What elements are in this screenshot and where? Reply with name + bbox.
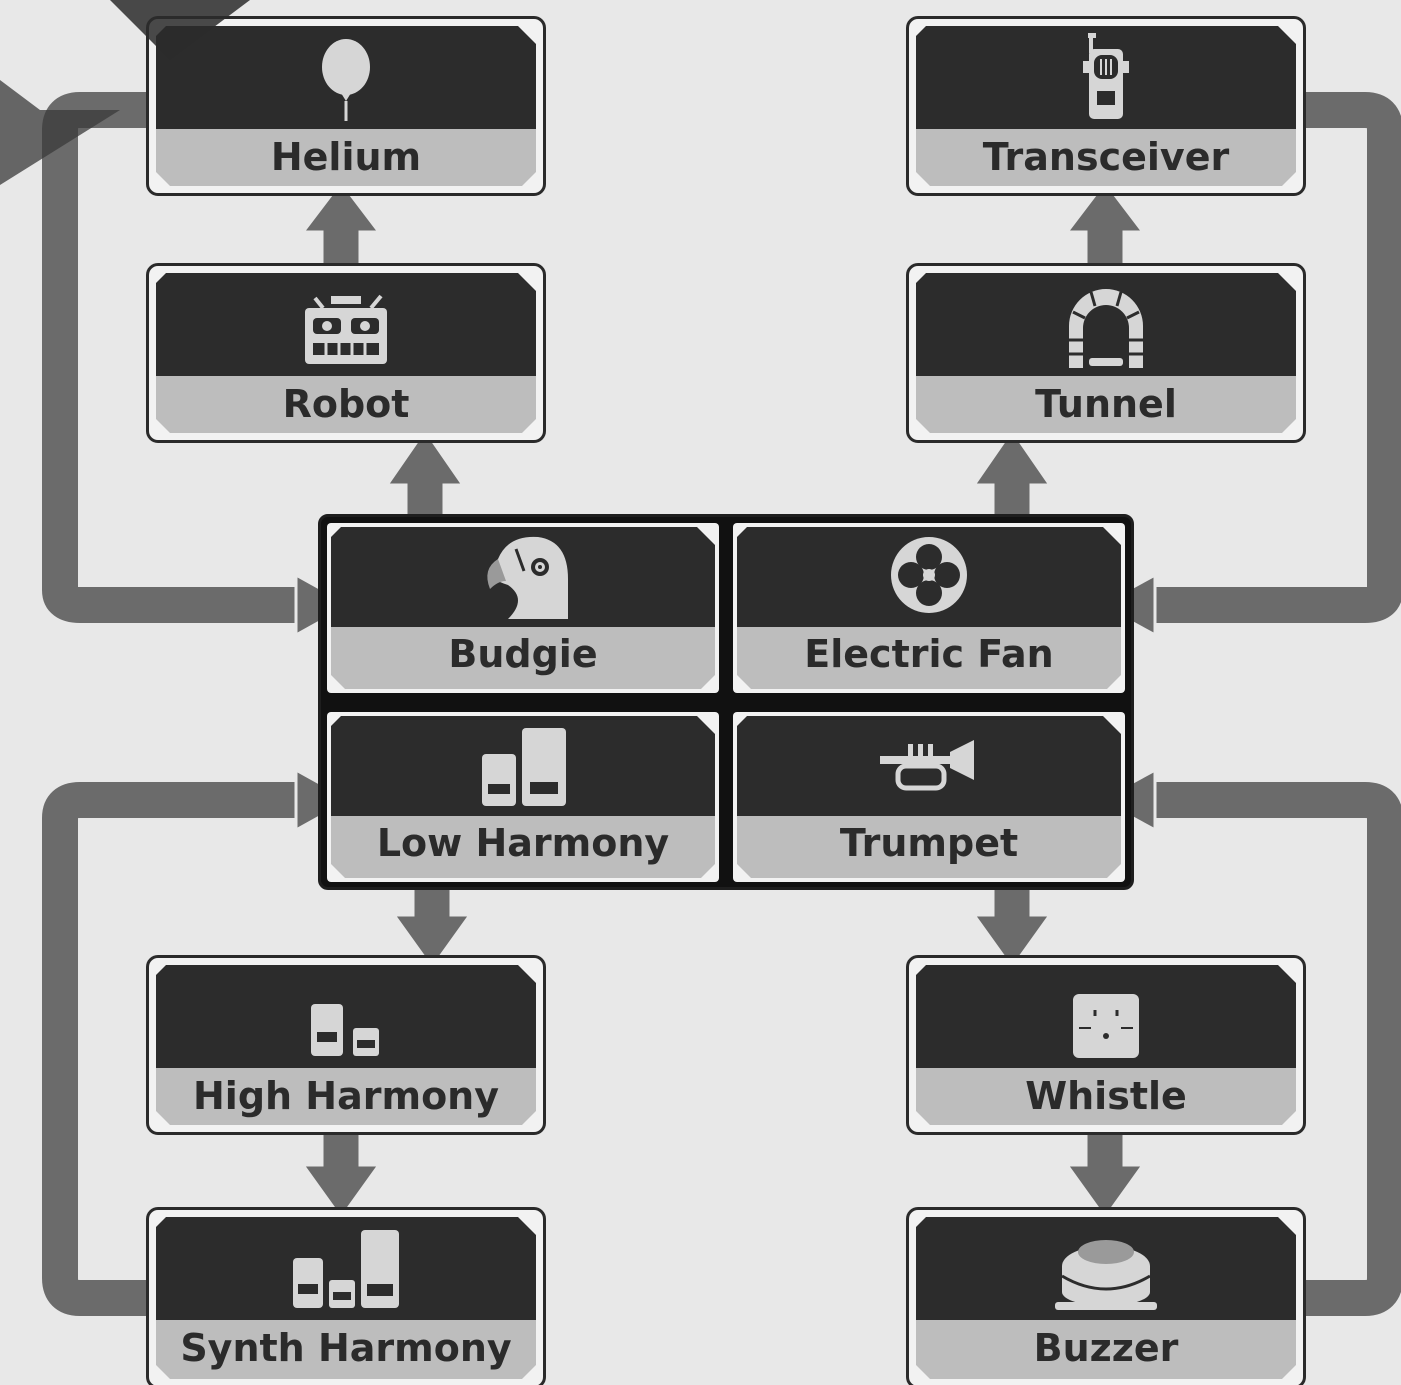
- node-label: Robot: [282, 382, 410, 426]
- node-electric-fan[interactable]: Electric Fan: [733, 523, 1125, 693]
- node-label: Buzzer: [1033, 1326, 1179, 1370]
- node-synth-harmony[interactable]: Synth Harmony: [146, 1207, 546, 1385]
- trumpet-icon: [880, 740, 974, 791]
- node-budgie[interactable]: Budgie: [327, 523, 719, 693]
- bird-icon: [487, 536, 568, 619]
- node-label: Whistle: [1025, 1074, 1187, 1118]
- buzzer-icon: [1055, 1240, 1157, 1310]
- node-label: Low Harmony: [376, 821, 670, 865]
- node-label: High Harmony: [192, 1074, 500, 1118]
- node-low-harmony[interactable]: Low Harmony: [327, 712, 719, 882]
- node-label: Electric Fan: [804, 632, 1054, 676]
- fan-icon: [891, 537, 967, 613]
- edge-buzzer-to-trumpet: [1150, 782, 1401, 1316]
- node-label: Tunnel: [1035, 382, 1177, 426]
- high-harmony-icon: [311, 1004, 379, 1056]
- node-label: Budgie: [448, 632, 598, 676]
- edge-synth-harmony-to-low-harmony: [42, 782, 300, 1316]
- node-label: Helium: [270, 135, 422, 179]
- walkie-talkie-icon: [1083, 33, 1129, 119]
- hub-panel: Budgie Electric Fan: [318, 514, 1134, 890]
- edge-electric-fan-to-tunnel: [971, 427, 1053, 527]
- node-robot[interactable]: Robot: [146, 263, 546, 443]
- node-transceiver[interactable]: Transceiver: [906, 16, 1306, 196]
- node-helium[interactable]: Helium: [146, 16, 546, 196]
- edge-transceiver-to-electric-fan: [1150, 92, 1401, 623]
- robot-icon: [305, 294, 387, 364]
- node-high-harmony[interactable]: High Harmony: [146, 955, 546, 1135]
- node-label: Transceiver: [982, 135, 1230, 179]
- edge-budgie-to-robot: [384, 427, 466, 527]
- balloon-icon: [322, 39, 370, 121]
- low-harmony-icon: [482, 728, 566, 806]
- edge-whistle-to-buzzer: [1064, 1123, 1146, 1221]
- edge-high-harmony-to-synth-harmony: [300, 1123, 382, 1221]
- node-label: Synth Harmony: [180, 1326, 512, 1370]
- synth-harmony-icon: [293, 1230, 399, 1308]
- node-trumpet[interactable]: Trumpet: [733, 712, 1125, 882]
- node-tunnel[interactable]: Tunnel: [906, 263, 1306, 443]
- tunnel-icon: [1069, 289, 1143, 368]
- node-whistle[interactable]: Whistle: [906, 955, 1306, 1135]
- whistle-face-icon: [1073, 994, 1139, 1058]
- node-label: Trumpet: [839, 821, 1019, 865]
- node-buzzer[interactable]: Buzzer: [906, 1207, 1306, 1385]
